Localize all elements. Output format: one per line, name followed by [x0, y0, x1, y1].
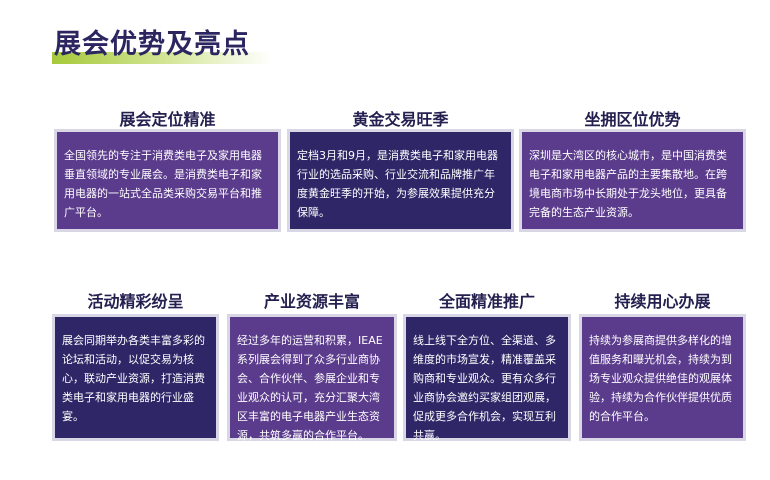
feature-title: 产业资源丰富	[263, 292, 360, 311]
feature-card: 展会同期举办各类丰富多彩的论坛和活动，以促交易为核心，联动产业资源，打造消费类电…	[52, 314, 219, 441]
feature-card: 全国领先的专注于消费类电子及家用电器垂直领域的专业展会。是消费类电子和家用电器的…	[54, 129, 281, 232]
heading-underline-bar	[52, 52, 272, 64]
feature-card: 深圳是大湾区的核心城市，是中国消费类电子和家用电器产品的主要集散地。在跨境电商市…	[519, 129, 746, 232]
feature-text: 深圳是大湾区的核心城市，是中国消费类电子和家用电器产品的主要集散地。在跨境电商市…	[529, 149, 727, 219]
feature-text: 经过多年的运营和积累，IEAE系列展会得到了众多行业商协会、合作伙伴、参展企业和…	[237, 334, 383, 442]
feature-text: 展会同期举办各类丰富多彩的论坛和活动，以促交易为核心，联动产业资源，打造消费类电…	[62, 334, 205, 423]
section-heading: 展会优势及亮点	[52, 22, 282, 64]
feature-text: 全国领先的专注于消费类电子及家用电器垂直领域的专业展会。是消费类电子和家用电器的…	[64, 149, 262, 219]
page-title: 展会优势及亮点	[54, 29, 250, 60]
feature-card: 线上线下全方位、全渠道、多维度的市场宣发，精准覆盖采购商和专业观众。更有众多行业…	[403, 314, 571, 442]
feature-title: 全面精准推广	[438, 292, 535, 311]
feature-title: 黄金交易旺季	[352, 110, 449, 129]
feature-text: 线上线下全方位、全渠道、多维度的市场宣发，精准覆盖采购商和专业观众。更有众多行业…	[413, 334, 556, 442]
feature-card: 经过多年的运营和积累，IEAE系列展会得到了众多行业商协会、合作伙伴、参展企业和…	[227, 314, 397, 442]
feature-title: 持续用心办展	[614, 292, 711, 311]
feature-title: 展会定位精准	[119, 110, 216, 129]
feature-title: 坐拥区位优势	[584, 110, 681, 129]
feature-text: 定档3月和9月，是消费类电子和家用电器行业的选品采购、行业交流和品牌推广年度黄金…	[297, 149, 498, 219]
feature-card: 定档3月和9月，是消费类电子和家用电器行业的选品采购、行业交流和品牌推广年度黄金…	[287, 129, 514, 232]
feature-card: 持续为参展商提供多样化的增值服务和曝光机会，持续为到场专业观众提供绝佳的观展体验…	[579, 314, 746, 441]
feature-text: 持续为参展商提供多样化的增值服务和曝光机会，持续为到场专业观众提供绝佳的观展体验…	[589, 334, 732, 423]
feature-title: 活动精彩纷呈	[87, 292, 184, 311]
